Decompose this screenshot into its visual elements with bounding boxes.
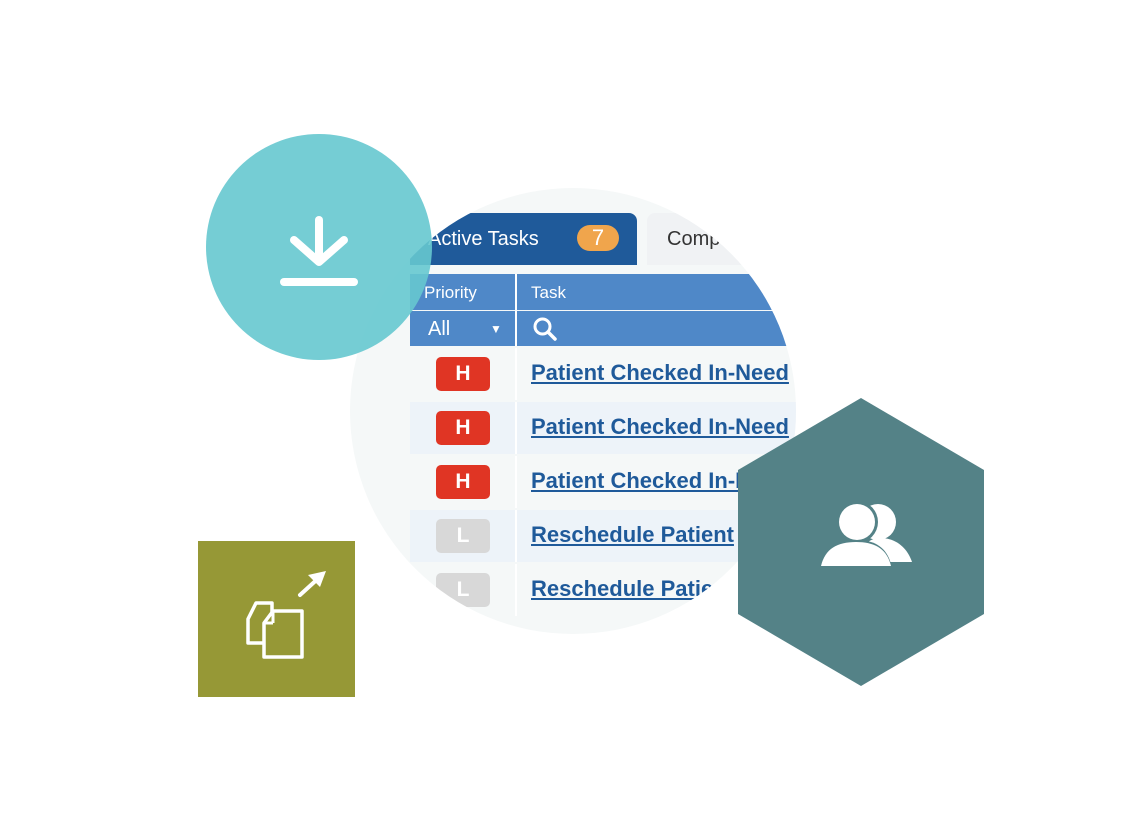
tab-completed-tasks[interactable]: Comp bbox=[647, 213, 796, 265]
priority-badge-low: L bbox=[436, 573, 490, 607]
users-icon bbox=[820, 501, 912, 568]
share-documents-tile bbox=[198, 541, 355, 697]
task-link[interactable]: Patient Checked In-Need bbox=[531, 414, 789, 439]
column-header-priority[interactable]: Priority bbox=[424, 283, 477, 302]
search-icon[interactable] bbox=[532, 316, 558, 347]
tab-active-tasks-label: Active Tasks bbox=[428, 228, 539, 250]
table-row: L Reschedule Patie bbox=[410, 564, 796, 616]
table-row: H Patient Checked In-Need bbox=[410, 402, 796, 454]
priority-badge-high: H bbox=[436, 411, 490, 445]
column-divider bbox=[515, 311, 517, 346]
priority-badge-high: H bbox=[436, 357, 490, 391]
task-tabs: Active Tasks 7 Comp bbox=[410, 213, 796, 265]
column-divider bbox=[515, 274, 517, 310]
task-link[interactable]: Reschedule Patie bbox=[531, 576, 714, 601]
column-divider bbox=[515, 348, 517, 400]
priority-badge-low: L bbox=[436, 519, 490, 553]
column-header-task[interactable]: Task bbox=[531, 283, 566, 302]
task-link[interactable]: Reschedule Patient bbox=[531, 522, 734, 547]
task-panel: Active Tasks 7 Comp Priority Task All ▼ bbox=[410, 188, 796, 634]
active-tasks-count-badge: 7 bbox=[577, 225, 619, 251]
column-divider bbox=[515, 564, 517, 616]
table-header-row: Priority Task bbox=[410, 274, 796, 310]
task-link[interactable]: Patient Checked In-Need bbox=[531, 360, 789, 385]
column-divider bbox=[515, 402, 517, 454]
tab-active-tasks[interactable]: Active Tasks 7 bbox=[410, 213, 637, 265]
table-row: L Reschedule Patient bbox=[410, 510, 796, 562]
users-hexagon bbox=[738, 398, 984, 686]
tab-completed-tasks-label: Comp bbox=[667, 228, 721, 250]
download-icon bbox=[280, 216, 358, 295]
download-badge bbox=[206, 134, 432, 360]
table-filter-row: All ▼ bbox=[410, 311, 796, 346]
table-row: H Patient Checked In-Need bbox=[410, 348, 796, 400]
priority-filter-select[interactable]: All bbox=[428, 318, 451, 340]
share-documents-icon bbox=[242, 567, 332, 664]
chevron-down-icon[interactable]: ▼ bbox=[490, 322, 502, 336]
priority-badge-high: H bbox=[436, 465, 490, 499]
column-divider bbox=[515, 510, 517, 562]
column-divider bbox=[515, 456, 517, 508]
task-table-viewport: Active Tasks 7 Comp Priority Task All ▼ bbox=[350, 188, 796, 634]
